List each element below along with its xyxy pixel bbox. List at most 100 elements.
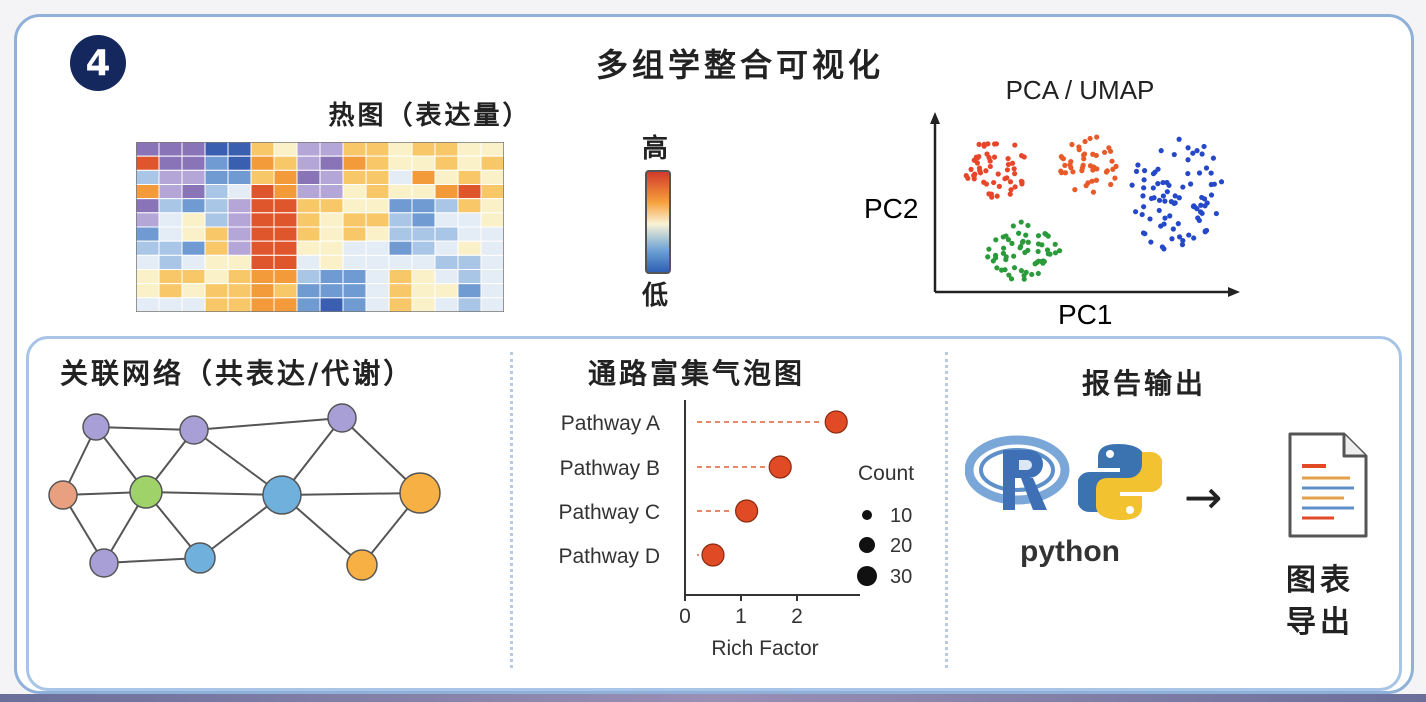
pca-point	[1035, 270, 1041, 277]
pca-point	[994, 193, 1000, 199]
pca-point	[991, 141, 998, 147]
heatmap-cell	[434, 297, 459, 312]
heatmap-cell	[457, 226, 482, 242]
heatmap-cell	[296, 269, 321, 285]
heatmap-cell	[273, 142, 298, 157]
pca-point	[994, 265, 1000, 271]
pca-point	[1129, 182, 1135, 188]
heatmap-cell	[319, 212, 344, 228]
heatmap-cell	[250, 155, 275, 171]
pca-point	[983, 181, 990, 187]
legend-value: 10	[890, 505, 912, 527]
pca-point	[1009, 240, 1015, 246]
heatmap-cell	[181, 226, 206, 242]
heatmap-cell	[434, 169, 459, 186]
heatmap-cell	[227, 240, 252, 256]
pca-point	[1180, 237, 1186, 244]
pca-point	[1010, 223, 1016, 229]
pca-point	[1003, 233, 1009, 239]
heatmap-cell	[365, 226, 390, 242]
network-node	[89, 548, 119, 578]
pca-point	[1012, 184, 1018, 190]
heatmap-cell	[480, 184, 504, 200]
heatmap-cell	[296, 198, 321, 214]
pca-point	[1160, 193, 1166, 199]
heatmap-cell	[273, 169, 298, 186]
pca-point	[1062, 170, 1069, 176]
pca-point	[1058, 168, 1064, 174]
pca-point	[1187, 181, 1194, 187]
pca-point	[1135, 162, 1141, 168]
x-axis-label: Rich Factor	[711, 637, 818, 660]
pca-point	[1132, 209, 1139, 215]
pca-point	[1000, 250, 1007, 256]
heatmap-cell	[411, 240, 436, 256]
network-node	[82, 413, 110, 441]
pca-point	[977, 168, 983, 174]
legend-value: 20	[890, 535, 912, 557]
heatmap-cell	[342, 269, 367, 285]
bottom-strip	[0, 694, 1426, 702]
pca-point	[984, 151, 990, 157]
step-badge: 4	[70, 35, 126, 91]
pca-point	[1052, 241, 1058, 247]
pca-point	[993, 237, 999, 243]
heatmap-cell	[434, 198, 459, 214]
pca-point	[991, 179, 997, 186]
heatmap-cell	[388, 240, 413, 256]
heatmap-cell	[388, 269, 413, 285]
bubble-point	[824, 410, 848, 434]
heatmap-cell	[296, 142, 321, 157]
heatmap-cell	[411, 142, 436, 157]
heatmap-cell	[250, 240, 275, 256]
heatmap-cell	[273, 212, 298, 228]
legend-value: 30	[890, 566, 912, 588]
heatmap-cell	[480, 212, 504, 228]
legend-high-label: 高	[642, 134, 669, 164]
heatmap-cell	[388, 169, 413, 186]
heatmap-cell	[181, 269, 206, 285]
heatmap-title: 热图（表达量）	[328, 101, 532, 131]
heatmap-cell	[181, 283, 206, 299]
legend-title: Count	[858, 462, 914, 485]
legend-bubble	[862, 510, 872, 520]
heatmap-cell	[480, 269, 504, 285]
pca-point	[1156, 197, 1163, 203]
heatmap-cell	[457, 169, 482, 186]
heatmap-cell	[227, 198, 252, 214]
network-node	[184, 542, 216, 574]
pca-point	[1002, 267, 1008, 273]
pca-point	[1199, 210, 1205, 216]
pca-point	[1194, 148, 1200, 154]
heatmap-cell	[136, 184, 160, 200]
heatmap-cell	[250, 254, 275, 271]
pca-point	[1199, 151, 1205, 157]
heatmap-cell	[365, 240, 390, 256]
heatmap-cell	[388, 198, 413, 214]
pca-point	[1176, 195, 1182, 201]
pca-point	[1211, 181, 1217, 187]
heatmap-cell	[457, 269, 482, 285]
heatmap-cell	[388, 212, 413, 228]
heatmap-cell	[158, 169, 183, 186]
heatmap-cell	[319, 169, 344, 186]
pca-point	[1023, 232, 1029, 238]
heatmap-cell	[296, 283, 321, 299]
pca-point	[1002, 176, 1008, 182]
heatmap-cell	[204, 297, 229, 312]
pca-point	[996, 183, 1002, 189]
pca-point	[1081, 151, 1088, 157]
heatmap-cell	[273, 297, 298, 312]
heatmap-cell	[204, 254, 229, 271]
network-title: 关联网络（共表达/代谢）	[60, 357, 415, 390]
heatmap-cell	[434, 142, 459, 157]
pca-point	[1158, 148, 1164, 154]
heatmap-cell	[158, 254, 183, 271]
heatmap-cell	[434, 155, 459, 171]
pca-point	[1090, 151, 1096, 157]
pca-point	[1018, 219, 1024, 225]
heatmap-cell	[457, 254, 482, 271]
legend-bubble	[859, 537, 875, 553]
heatmap-cell	[388, 226, 413, 242]
x-tick-label: 1	[735, 605, 747, 628]
